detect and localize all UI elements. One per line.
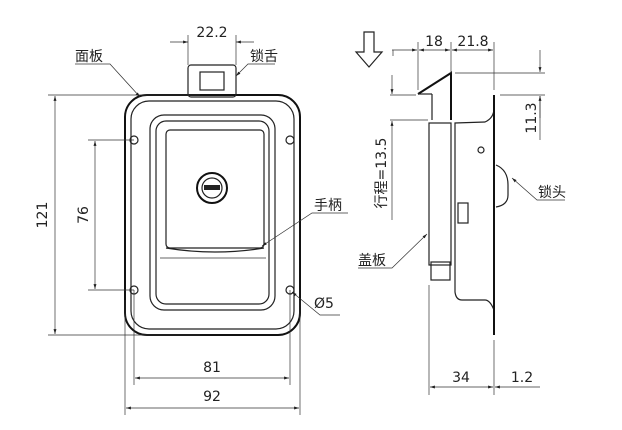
dim-height-total: 121: [35, 202, 51, 229]
latch-tongue-side: [417, 71, 452, 120]
dim-1-2: 1.2: [511, 370, 533, 386]
label-lock-head: 锁头: [538, 185, 566, 201]
recess: [149, 114, 276, 311]
latch-tongue: [187, 64, 237, 98]
dim-hole-spacing-h: 81: [203, 360, 221, 376]
dim-hole-spacing-v: 76: [76, 206, 92, 224]
dim-width-total: 92: [203, 389, 221, 405]
label-handle: 手柄: [314, 198, 342, 214]
dim-latch-width: 22.2: [196, 25, 227, 41]
dim-stroke: 行程=13.5: [374, 138, 390, 209]
dim-11-3: 11.3: [524, 102, 540, 133]
lock-head: [495, 164, 509, 208]
cover-plate: [428, 122, 452, 266]
front-view: 22.2 121 76 81 92 面板 锁舌 手柄 Ø5: [35, 25, 348, 415]
side-view: 18 21.8 11.3 行程=13.5 34 1.2 锁头 盖板: [354, 31, 566, 395]
direction-arrow-icon: [354, 31, 384, 68]
label-cover-plate: 盖板: [358, 253, 386, 269]
label-latch: 锁舌: [250, 49, 278, 65]
dim-21-8: 21.8: [457, 34, 488, 50]
panel-outline: [124, 94, 301, 336]
label-panel: 面板: [75, 49, 103, 65]
lock-body: [454, 107, 495, 311]
label-hole: Ø5: [314, 296, 334, 312]
dim-34: 34: [452, 370, 470, 386]
lock-cylinder: [196, 172, 228, 204]
handle: [165, 129, 265, 249]
dim-18: 18: [425, 34, 443, 50]
